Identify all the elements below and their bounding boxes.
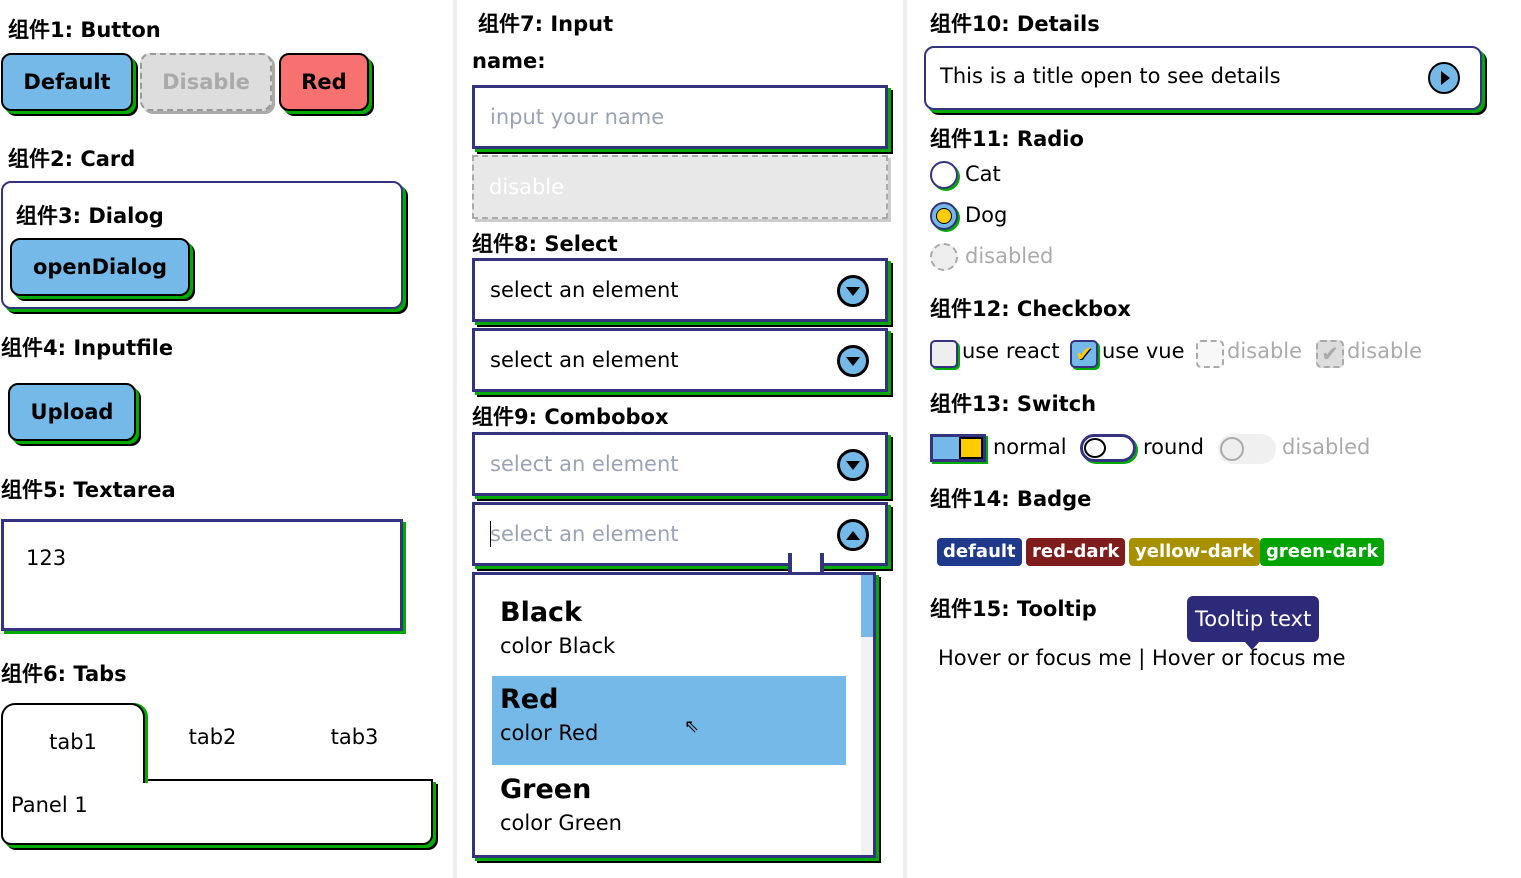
- badge-red-dark: red-dark: [1026, 538, 1126, 566]
- switch-normal[interactable]: [930, 434, 986, 462]
- switch-knob: [959, 437, 983, 459]
- combobox-placeholder: select an element: [490, 452, 679, 476]
- switch-knob: [1220, 437, 1244, 461]
- heading-details: 组件10: Details: [930, 12, 1100, 36]
- column-divider: [453, 0, 457, 878]
- radio-dog[interactable]: [930, 202, 958, 230]
- combobox-listbox: Black color Black Red color Red ⇖ Green colo…: [472, 572, 876, 858]
- radio-label: disabled: [965, 244, 1054, 268]
- chevron-down-icon: [837, 275, 869, 307]
- heading-inputfile: 组件4: Inputfile: [1, 336, 174, 360]
- disabled-input[interactable]: disable: [472, 155, 888, 219]
- check-icon[interactable]: ✔: [1316, 340, 1344, 368]
- card: 组件3: Dialog openDialog: [1, 181, 403, 309]
- select-2[interactable]: select an element: [472, 328, 888, 392]
- checkbox-label: disable: [1227, 339, 1303, 363]
- chevron-down-icon: [837, 449, 869, 481]
- tab-tab3[interactable]: tab3: [330, 725, 379, 749]
- option-sub: color Green: [500, 811, 622, 835]
- upload-button[interactable]: Upload: [8, 383, 136, 441]
- badge-green-dark: green-dark: [1260, 538, 1385, 566]
- open-dialog-button[interactable]: openDialog: [10, 238, 190, 296]
- heading-input: 组件7: Input: [478, 12, 614, 36]
- scrollbar-track[interactable]: [861, 575, 873, 855]
- combobox-placeholder: select an element: [490, 522, 679, 546]
- disabled-placeholder: disable: [489, 175, 565, 199]
- heading-tabs: 组件6: Tabs: [1, 662, 127, 686]
- radio-label: Dog: [965, 203, 1008, 227]
- switch-round[interactable]: [1080, 434, 1136, 462]
- heading-select: 组件8: Select: [472, 232, 618, 256]
- tab-panel-text: Panel 1: [11, 793, 88, 817]
- heading-switch: 组件13: Switch: [930, 392, 1097, 416]
- switch-knob: [1084, 438, 1106, 458]
- checkbox-label: use react: [962, 339, 1060, 363]
- tab-label: tab1: [49, 730, 97, 754]
- radio-label: Cat: [965, 162, 1001, 186]
- textarea[interactable]: 123: [1, 519, 403, 631]
- combobox-1[interactable]: select an element: [472, 432, 888, 496]
- select-1[interactable]: select an element: [472, 258, 888, 322]
- tooltip-text: Tooltip text: [1195, 607, 1312, 631]
- chevron-down-icon: [837, 345, 869, 377]
- tab-tab2[interactable]: tab2: [188, 725, 237, 749]
- heading-badge: 组件14: Badge: [930, 487, 1092, 511]
- radio-disabled[interactable]: [930, 243, 958, 271]
- select-value: select an element: [490, 278, 679, 302]
- badge-default: default: [937, 538, 1022, 566]
- radio-dot: [936, 208, 952, 224]
- radio-cat[interactable]: [930, 161, 958, 189]
- switch-label: round: [1143, 435, 1204, 459]
- tab-panel: Panel 1: [1, 779, 433, 845]
- red-button[interactable]: Red: [279, 53, 369, 111]
- option-sub: color Black: [500, 634, 616, 658]
- option-green[interactable]: Green color Green: [492, 766, 846, 852]
- switch-disabled[interactable]: [1218, 434, 1276, 464]
- heading-dialog: 组件3: Dialog: [16, 204, 164, 228]
- heading-combobox: 组件9: Combobox: [472, 405, 669, 429]
- chevron-right-icon: [1428, 62, 1460, 94]
- tooltip: Tooltip text: [1187, 596, 1320, 650]
- switch-label: disabled: [1282, 435, 1371, 459]
- option-black[interactable]: Black color Black: [492, 589, 846, 675]
- checkbox-label: use vue: [1102, 339, 1185, 363]
- option-sub: color Red: [500, 721, 599, 745]
- details-summary[interactable]: This is a title open to see details: [924, 46, 1482, 110]
- tooltip-target[interactable]: Hover or focus me | Hover or focus me: [938, 646, 1346, 670]
- scrollbar-thumb[interactable]: [861, 575, 873, 637]
- heading-textarea: 组件5: Textarea: [1, 478, 176, 502]
- option-title: Red: [500, 684, 559, 715]
- heading-radio: 组件11: Radio: [930, 127, 1084, 151]
- checkbox-disabled[interactable]: [1196, 340, 1224, 368]
- check-icon[interactable]: ✔: [1070, 340, 1098, 368]
- badge-yellow-dark: yellow-dark: [1129, 538, 1260, 566]
- switch-label: normal: [993, 435, 1067, 459]
- checkbox-react[interactable]: [930, 340, 958, 368]
- name-label: name:: [472, 49, 546, 73]
- default-button[interactable]: Default: [1, 53, 133, 111]
- chevron-up-icon: [837, 519, 869, 551]
- heading-button: 组件1: Button: [8, 18, 161, 42]
- name-input[interactable]: input your name: [472, 85, 888, 149]
- option-title: Green: [500, 774, 592, 805]
- checkbox-label: disable: [1347, 339, 1423, 363]
- cursor-icon: ⇖: [684, 716, 700, 737]
- column-divider: [903, 0, 907, 878]
- tab-tab1[interactable]: tab1: [1, 703, 145, 783]
- option-red[interactable]: Red color Red ⇖: [492, 676, 846, 765]
- name-placeholder: input your name: [490, 105, 665, 129]
- heading-tooltip: 组件15: Tooltip: [930, 597, 1097, 621]
- details-summary-text: This is a title open to see details: [940, 64, 1281, 88]
- option-title: Black: [500, 597, 583, 628]
- textarea-value: 123: [26, 546, 67, 570]
- select-value: select an element: [490, 348, 679, 372]
- combobox-2-open[interactable]: select an element: [472, 502, 888, 566]
- heading-checkbox: 组件12: Checkbox: [930, 297, 1131, 321]
- disabled-button[interactable]: Disable: [140, 53, 272, 111]
- heading-card: 组件2: Card: [8, 147, 136, 171]
